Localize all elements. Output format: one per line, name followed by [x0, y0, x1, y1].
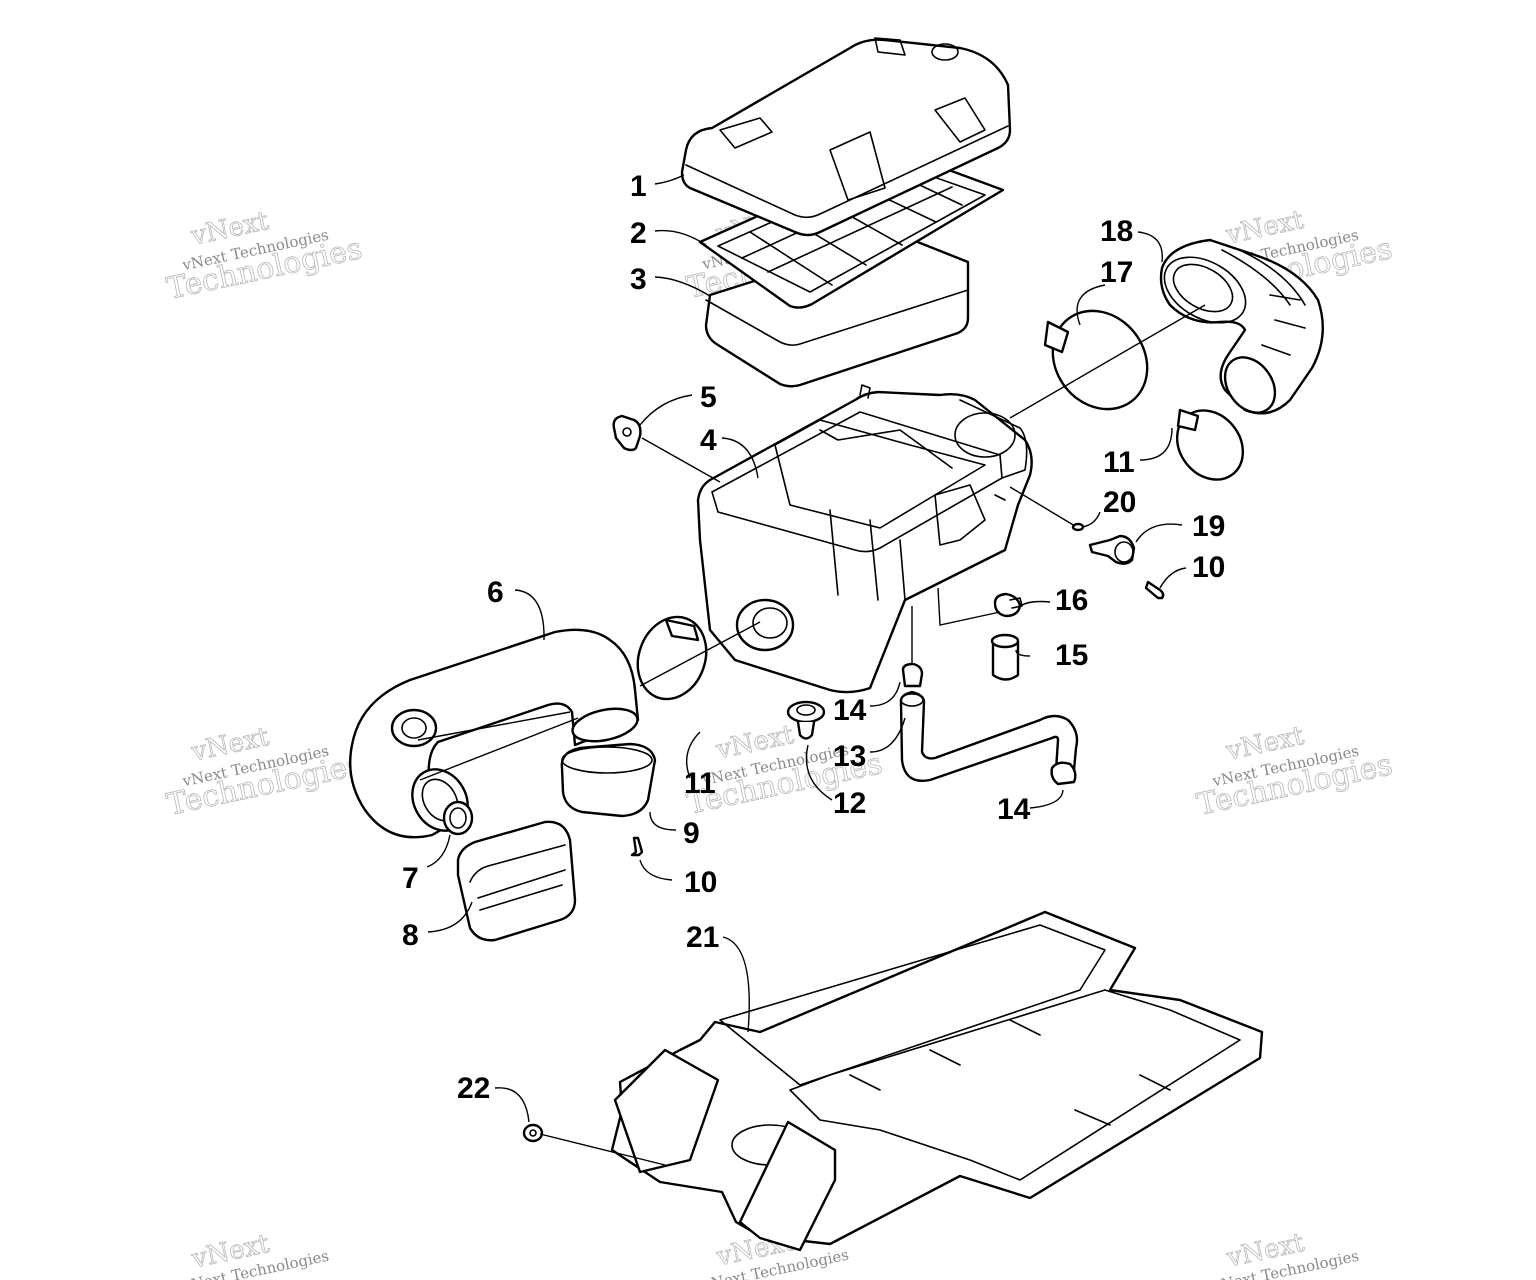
part-airbox-cover — [680, 37, 1012, 237]
callout-5: 5 — [700, 381, 717, 414]
part-grommet — [786, 700, 826, 740]
callout-16: 16 — [1055, 584, 1088, 617]
callout-3: 3 — [630, 263, 647, 296]
callout-labels: 1 2 3 4 5 6 7 8 9 10 10 11 11 12 13 14 1… — [402, 170, 1225, 1105]
part-clamp-large — [1043, 309, 1149, 411]
callout-14-lower: 14 — [997, 793, 1031, 826]
callout-18: 18 — [1100, 215, 1133, 248]
callout-22: 22 — [457, 1072, 490, 1105]
part-filter-pad — [704, 233, 970, 388]
watermark-mid-left: vNext vNext Technologies Technologies — [164, 722, 366, 824]
callout-20: 20 — [1103, 486, 1136, 519]
watermark-bottom-right: vNext vNext Technologies — [1210, 1227, 1360, 1280]
part-sensor — [1088, 534, 1136, 565]
part-clamp-upper — [1175, 408, 1245, 481]
callout-17: 17 — [1100, 256, 1133, 289]
part-filter-box — [456, 820, 577, 942]
callout-9: 9 — [683, 817, 700, 850]
callout-14-upper: 14 — [833, 694, 867, 727]
assembly-lines — [417, 304, 1206, 1166]
callout-8: 8 — [402, 919, 419, 952]
part-filter-frame — [698, 150, 1005, 309]
callout-11-lower: 11 — [684, 767, 716, 800]
watermark-bottom-left: vNext vNext Technologies — [180, 1228, 330, 1280]
callout-19: 19 — [1192, 510, 1225, 543]
callout-6: 6 — [487, 576, 504, 609]
callout-21: 21 — [686, 921, 719, 954]
part-hose-clip-upper — [901, 662, 924, 688]
part-screw-sensor — [1144, 580, 1165, 600]
part-clamp-lower — [636, 615, 708, 701]
callout-7: 7 — [402, 862, 419, 895]
callout-12: 12 — [833, 787, 866, 820]
part-drain-hose — [899, 690, 1079, 782]
callout-10-upper: 10 — [1192, 551, 1225, 584]
watermark-top-left: vNext vNext Technologies Technologies — [163, 206, 365, 308]
callout-15: 15 — [1055, 639, 1088, 672]
part-clip — [612, 414, 642, 452]
callout-11-upper: 11 — [1103, 446, 1135, 479]
part-ring-seal — [442, 800, 474, 836]
part-inlet-boot — [1159, 238, 1324, 415]
part-push-nut — [522, 1123, 544, 1143]
part-airbox — [696, 384, 1033, 694]
callout-13: 13 — [833, 740, 866, 773]
watermark-mid-right: vNext vNext Technologies Technologies — [1194, 720, 1396, 823]
part-drain-cap — [990, 633, 1020, 681]
part-oval-cup — [560, 742, 657, 818]
callout-4: 4 — [700, 424, 717, 457]
part-hose-clip-lower — [1050, 761, 1077, 786]
leader-lines — [426, 174, 1187, 1123]
part-bottom-tray — [610, 910, 1264, 1252]
callout-1: 1 — [630, 170, 647, 203]
callout-10-lower: 10 — [684, 866, 717, 899]
part-screw-lower — [630, 836, 644, 857]
callout-2: 2 — [630, 217, 647, 250]
